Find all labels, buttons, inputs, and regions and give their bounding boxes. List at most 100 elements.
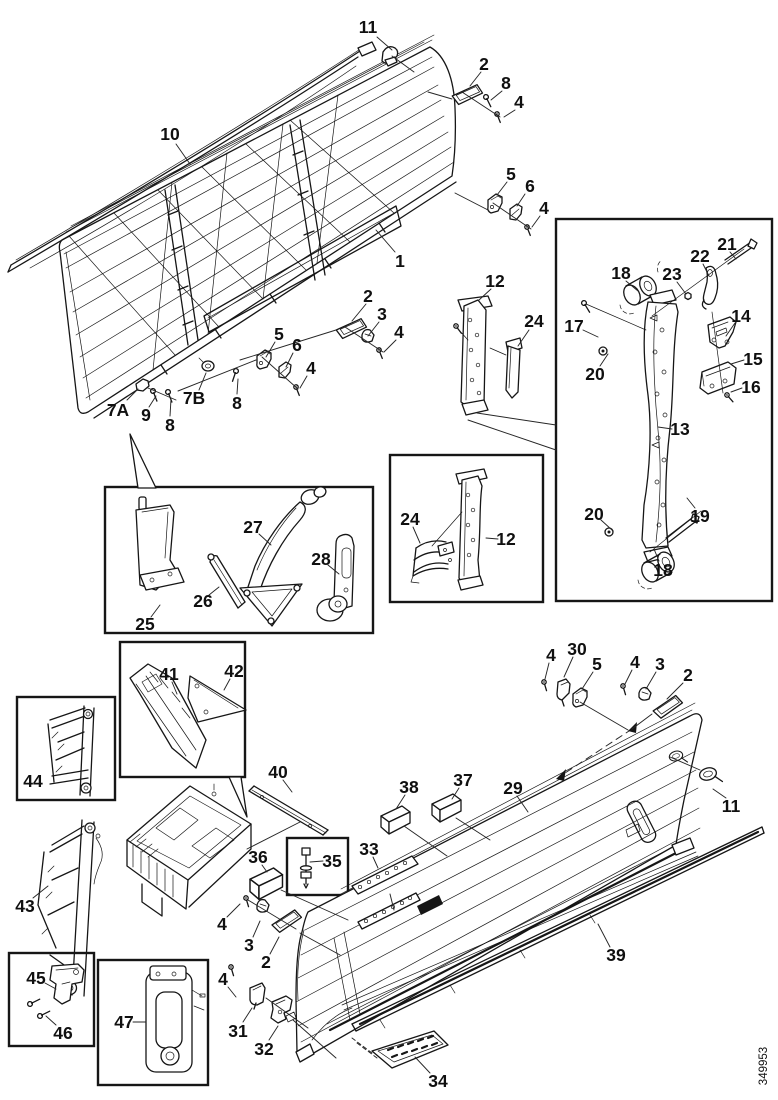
detail-box-sill xyxy=(118,640,247,779)
strip-24-main xyxy=(489,337,523,399)
step-plate-34 xyxy=(351,1030,449,1069)
callout-6-b: 6 xyxy=(292,335,302,355)
callout-41: 41 xyxy=(159,664,179,684)
callout-43: 43 xyxy=(15,896,35,916)
callout-4-f: 4 xyxy=(630,652,640,672)
bolt-35 xyxy=(299,847,313,889)
callout-11-bottom: 11 xyxy=(722,796,741,816)
clip-30 xyxy=(556,678,571,707)
callout-47: 47 xyxy=(114,1012,133,1032)
frame-44 xyxy=(47,705,95,797)
detail-box-44 xyxy=(15,695,117,802)
callout-18-b: 18 xyxy=(653,560,673,580)
detail-box-pillar xyxy=(388,453,545,604)
callout-37: 37 xyxy=(453,770,472,790)
roller-18-top xyxy=(619,259,663,315)
callout-labels: 11 2 8 4 10 1 5 6 4 12 24 2 3 4 5 6 4 7A… xyxy=(15,17,763,1091)
callout-39: 39 xyxy=(606,945,626,965)
tread-strip-33 xyxy=(351,855,419,895)
callout-24-main: 24 xyxy=(524,311,544,331)
callout-5-a: 5 xyxy=(506,164,516,184)
strap-47 xyxy=(145,965,206,1073)
callout-26: 26 xyxy=(193,591,213,611)
callout-9: 9 xyxy=(141,405,151,425)
callout-33: 33 xyxy=(359,839,379,859)
callout-20-b: 20 xyxy=(584,504,604,524)
detail-box-47 xyxy=(96,958,210,1087)
callout-11-top: 11 xyxy=(359,17,378,37)
callout-22: 22 xyxy=(690,246,710,266)
detail-box-hinge-arm xyxy=(103,485,375,635)
bracket-24-box xyxy=(410,540,455,584)
callout-8-b: 8 xyxy=(165,415,175,435)
callout-6-a: 6 xyxy=(525,176,535,196)
detail-pointers xyxy=(129,412,557,818)
callout-2-d: 2 xyxy=(261,952,271,972)
callout-3-b: 3 xyxy=(655,654,665,674)
detail-box-45 xyxy=(7,951,96,1048)
callout-17: 17 xyxy=(564,316,583,336)
hook-22 xyxy=(701,265,719,310)
callout-12-box: 12 xyxy=(496,529,516,549)
gusset-42 xyxy=(187,675,247,723)
callout-5-b: 5 xyxy=(274,324,284,344)
callout-4-g: 4 xyxy=(217,914,227,934)
callout-18-a: 18 xyxy=(611,263,631,283)
clip-31 xyxy=(249,982,266,1010)
callout-21: 21 xyxy=(717,234,737,254)
bracket-15 xyxy=(699,361,737,395)
callout-28: 28 xyxy=(311,549,331,569)
callout-2-a: 2 xyxy=(479,54,489,74)
callout-13: 13 xyxy=(670,419,690,439)
bracket-14 xyxy=(707,316,737,349)
bracket-45 xyxy=(49,963,85,1005)
clip-11-top xyxy=(381,46,399,67)
callout-46: 46 xyxy=(53,1023,73,1043)
callout-10: 10 xyxy=(160,124,180,144)
support-strip-40 xyxy=(248,785,329,836)
bracket-28 xyxy=(316,533,355,622)
callout-24-box: 24 xyxy=(400,509,420,529)
figure-number: 349953 xyxy=(758,1047,770,1085)
guide-rail-13 xyxy=(641,289,679,549)
detail-box-guide-rail xyxy=(554,217,774,603)
callout-25: 25 xyxy=(135,614,155,634)
lower-door-panel xyxy=(295,702,703,1063)
upper-door-panel xyxy=(58,34,457,419)
lower-trim-strip-39 xyxy=(341,826,765,1032)
bolt-21 xyxy=(724,238,758,265)
callout-32: 32 xyxy=(254,1039,274,1059)
callout-4-h: 4 xyxy=(218,969,228,989)
callout-7a: 7A xyxy=(107,400,130,420)
strip-26 xyxy=(207,553,246,609)
callout-3-c: 3 xyxy=(244,935,254,955)
panel-lattice xyxy=(68,94,395,371)
upper-fasteners xyxy=(135,82,536,403)
panel-pillars xyxy=(164,119,326,346)
callout-23: 23 xyxy=(662,264,682,284)
callout-2-c: 2 xyxy=(683,665,693,685)
callout-4-b: 4 xyxy=(539,198,549,218)
bracket-32 xyxy=(270,995,297,1024)
callout-38: 38 xyxy=(399,777,419,797)
callout-34: 34 xyxy=(428,1071,448,1091)
callout-44: 44 xyxy=(23,771,43,791)
callout-4-c: 4 xyxy=(394,322,404,342)
callout-4-e: 4 xyxy=(546,645,556,665)
callout-16: 16 xyxy=(741,377,761,397)
callout-35: 35 xyxy=(322,851,342,871)
nut-23 xyxy=(684,291,692,301)
leader-lines xyxy=(32,36,745,1074)
callout-12-main: 12 xyxy=(485,271,505,291)
bracket-25 xyxy=(135,496,185,591)
callout-29: 29 xyxy=(503,778,523,798)
pillar-12-main xyxy=(451,295,493,416)
assembly-dash-line xyxy=(556,722,637,781)
callout-7b: 7B xyxy=(183,388,205,408)
callout-14: 14 xyxy=(731,306,751,326)
callout-30: 30 xyxy=(567,639,587,659)
arm-27 xyxy=(239,486,327,627)
callout-36: 36 xyxy=(248,847,268,867)
